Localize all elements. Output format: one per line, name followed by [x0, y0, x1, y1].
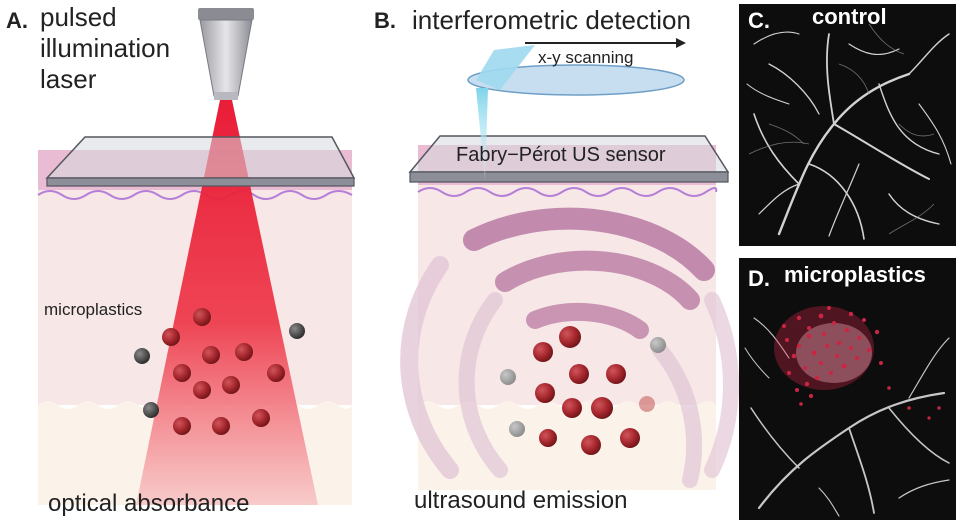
vessel-network-c	[739, 4, 956, 246]
glass-slide-a	[45, 136, 356, 187]
scan-label: x-y scanning	[538, 48, 634, 67]
panel-a-title-line-1: pulsed	[40, 2, 117, 32]
microplastics-label: microplastics	[44, 300, 143, 319]
panel-d-title: microplastics	[784, 262, 926, 287]
panel-a-title-line-3: laser	[40, 64, 97, 94]
ultrasound-waves	[400, 207, 739, 488]
microplastic-overlay	[774, 306, 941, 420]
laser-objective	[198, 8, 254, 100]
panel-d-label: D.	[748, 266, 770, 291]
glass-slide-b	[408, 135, 730, 183]
panel-c-label: C.	[748, 8, 770, 33]
scanning-optics	[467, 38, 686, 180]
laser-beam	[136, 100, 318, 505]
panel-b-label: B.	[374, 8, 396, 33]
particles-a	[134, 308, 305, 435]
panel-b-caption: ultrasound emission	[414, 487, 628, 514]
panel-a-caption: optical absorbance	[48, 490, 250, 517]
particles-b	[500, 326, 666, 455]
panel-c-title: control	[812, 4, 887, 29]
microplastics-vessel-image	[739, 258, 956, 520]
control-vessel-image	[739, 4, 956, 246]
sensor-label: Fabry−Pérot US sensor	[456, 144, 666, 166]
panel-a-title-line-2: illumination	[40, 33, 171, 63]
panel-a-label: A.	[6, 8, 28, 33]
panel-b-title: interferometric detection	[412, 5, 691, 35]
vessel-network-d	[739, 258, 956, 520]
